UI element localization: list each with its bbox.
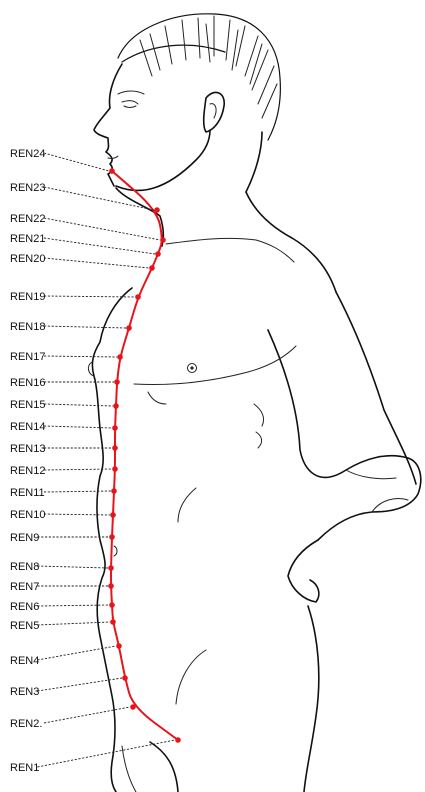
leader-line [44,514,110,515]
point-label: REN1 [10,762,39,774]
hair [118,14,280,140]
leader-line [44,707,130,723]
hand [288,540,319,602]
point-label: REN2. [10,718,42,730]
leader-line [44,258,149,268]
shoulder [246,192,336,292]
acupoint-dot [122,675,128,681]
point-label: REN21 [10,233,45,245]
acupoint-dot [135,294,141,300]
acupoint-dot [109,602,115,608]
acupoint-dot [155,251,161,257]
point-label: REN15 [10,399,45,411]
eye [122,101,138,108]
acupoint-dot [154,207,160,213]
acupoint-dot [109,534,115,540]
leader-line [44,404,113,406]
point-label: REN4 [10,655,39,667]
acupoint-dot [114,379,120,385]
ear [204,92,225,132]
leader-line [44,491,111,492]
acupoint-dot [160,237,166,243]
point-label: REN13 [10,443,45,455]
acupoint-dot [112,466,118,472]
point-label: REN11 [10,487,45,499]
acupoint-dot [130,704,136,710]
acupoint-dot [109,168,115,174]
acupoint-dot [113,403,119,409]
leader-line [44,218,160,240]
arm [268,330,421,540]
hip-thigh [304,606,319,792]
acupoint-dot [117,354,123,360]
point-label: REN14 [10,421,45,433]
point-label: REN3 [10,686,39,698]
leader-line [37,566,108,568]
leader-line [37,605,109,606]
point-label: REN17 [10,351,45,363]
acupoint-dot [116,643,122,649]
leader-line [44,326,126,328]
point-label: REN10 [10,509,45,521]
ren-meridian-line [111,171,178,740]
leader-line [37,622,110,625]
acupoint-dot [112,425,118,431]
point-label: REN7 [10,581,39,593]
leader-line [44,356,117,357]
acupoint-dot [126,325,132,331]
point-labels: REN24REN23REN22REN21REN20REN19REN18REN17… [10,148,45,774]
acupoint-dot [111,488,117,494]
leader-line [37,740,175,767]
leader-line [44,153,109,171]
point-label: REN5 [10,620,39,632]
acupoint-dot [175,737,181,743]
point-label: REN20 [10,253,45,265]
point-label: REN6 [10,601,39,613]
acupoint-dot [108,565,114,571]
acupoint-dot [110,619,116,625]
leader-line [44,296,135,297]
point-label: REN8 [10,561,39,573]
leader-line [44,238,155,254]
acupoints [108,168,181,743]
acupoint-dot [112,445,118,451]
point-label: REN24 [10,148,45,160]
acupoint-dot [110,512,116,518]
point-label: REN19 [10,291,45,303]
acupoint-dot [108,583,114,589]
leader-lines [37,153,175,767]
face-profile [94,64,122,186]
point-label: REN23 [10,182,45,194]
point-label: REN22 [10,213,45,225]
point-label: REN9 [10,532,39,544]
point-label: REN12 [10,465,45,477]
acupoint-dot [149,265,155,271]
point-label: REN18 [10,321,45,333]
point-label: REN16 [10,377,45,389]
back-outline [336,292,416,484]
body-illustration [88,14,420,792]
leader-line [44,426,112,428]
